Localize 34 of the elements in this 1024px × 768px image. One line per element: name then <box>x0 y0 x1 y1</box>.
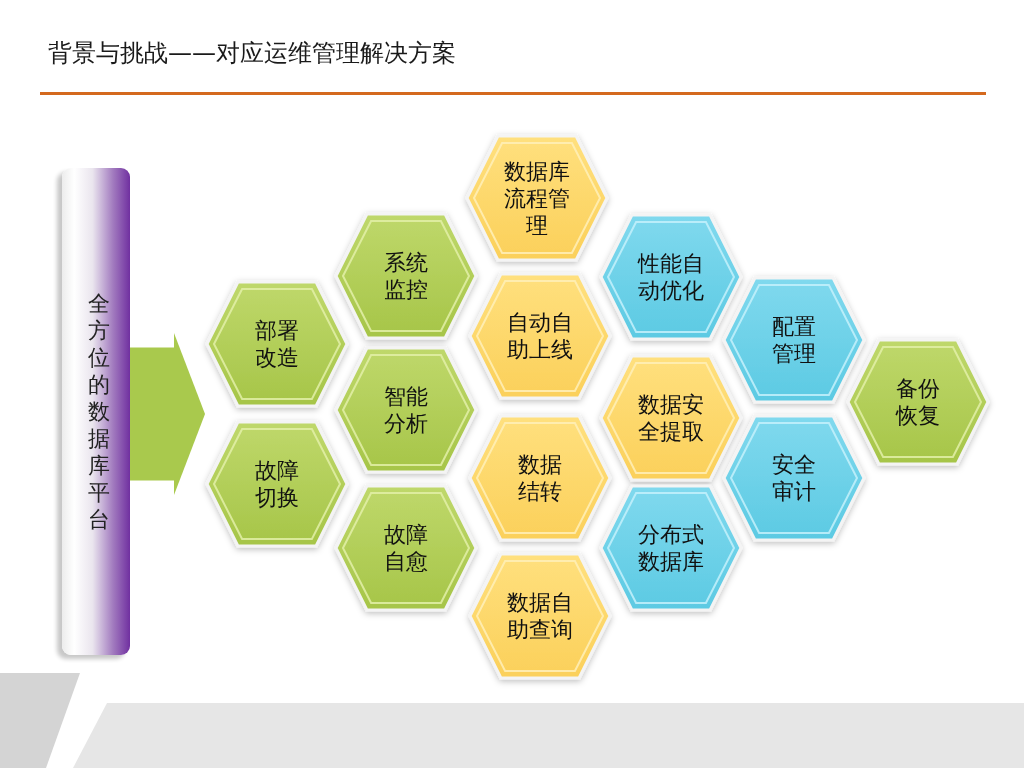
block-arrow <box>130 333 205 495</box>
tile-label: 安全审计 <box>771 451 817 505</box>
hexagon-tile <box>468 272 612 400</box>
hexagon-tile <box>468 414 612 542</box>
bar-label: 全方位的数据库平台 <box>88 290 110 533</box>
tile-label: 数据安全提取 <box>637 391 705 445</box>
tile-label: 部署改造 <box>254 317 300 371</box>
hexagon-tile <box>599 484 743 612</box>
hexagon-tile <box>846 338 990 466</box>
tile-label: 数据库流程管理 <box>503 157 571 239</box>
hexagon-tile <box>722 414 866 542</box>
vertical-bar <box>62 168 130 655</box>
tile-label: 备份恢复 <box>894 375 941 429</box>
tile-label: 数据自助查询 <box>506 589 574 643</box>
tile-label: 智能分析 <box>383 383 429 437</box>
tile-label: 性能自动优化 <box>636 250 705 304</box>
hexagon-tile <box>205 280 349 408</box>
tile-label: 分布式数据库 <box>637 521 705 575</box>
tile-label: 自动自助上线 <box>506 309 574 363</box>
hexagon-tile <box>205 420 349 548</box>
tile-label: 配置管理 <box>771 313 817 367</box>
tile-label: 故障自愈 <box>383 521 429 575</box>
hexagon-tile <box>599 354 743 482</box>
hexagon-tile <box>722 276 866 404</box>
tile-label: 系统监控 <box>383 249 429 303</box>
hexagon-tile <box>334 346 478 474</box>
hexagon-tile <box>599 213 743 341</box>
tile-label: 数据结转 <box>517 451 563 505</box>
hexagon-tile <box>468 552 612 680</box>
slide-title: 背景与挑战——对应运维管理解决方案 <box>48 38 456 69</box>
hexagon-tile <box>334 212 478 340</box>
hexagon-tile <box>334 484 478 612</box>
tile-label: 故障切换 <box>254 457 300 511</box>
hexagon-tile <box>465 134 609 262</box>
